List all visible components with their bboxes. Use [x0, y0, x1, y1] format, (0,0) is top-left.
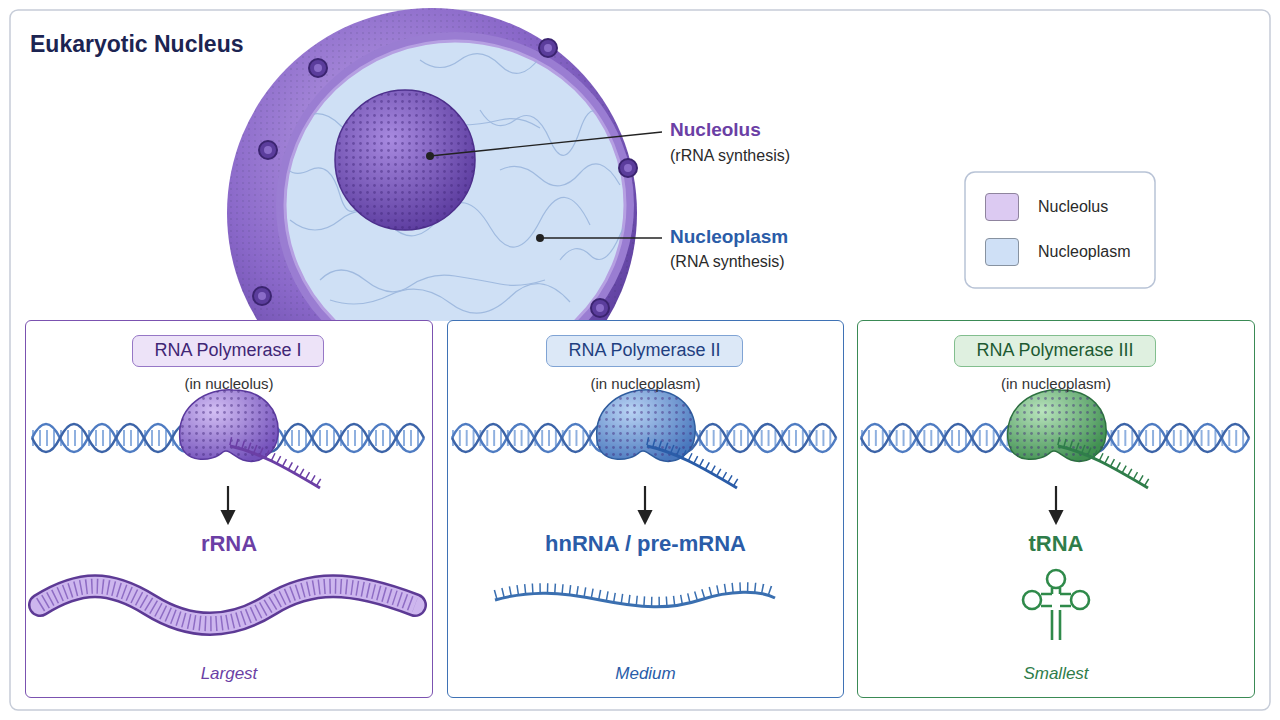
polymerase-enzyme	[597, 390, 695, 461]
location-note: (in nucleoplasm)	[858, 375, 1254, 392]
chromatin-fiber	[560, 219, 650, 260]
polymerase-pill: RNA Polymerase III	[954, 335, 1156, 367]
nuclear-pore	[591, 299, 609, 317]
nuclear-pore	[314, 64, 322, 72]
size-note: Largest	[26, 664, 432, 684]
nucleolus-texture	[335, 90, 475, 230]
polymerase-name: RNA Polymerase II	[568, 336, 720, 365]
down-arrow	[1055, 486, 1057, 522]
enzyme-texture	[180, 390, 278, 461]
leader-dot	[426, 152, 434, 160]
legend-text: Nucleolus	[1038, 198, 1108, 216]
polymerase-two-illustration	[452, 390, 836, 607]
callout-note: (RNA synthesis)	[670, 253, 785, 271]
nuclear-pore	[544, 44, 552, 52]
leader-lines	[426, 132, 662, 242]
legend-text: Nucleoplasm	[1038, 243, 1130, 261]
nuclear-pore	[539, 39, 557, 57]
leader-line	[540, 237, 662, 238]
outer-frame	[10, 10, 1270, 710]
down-arrow	[644, 486, 646, 522]
nuclear-pores	[253, 39, 637, 317]
callout-note: (rRNA synthesis)	[670, 147, 790, 165]
rna-bases	[230, 441, 320, 483]
rna-product-name: rRNA	[26, 531, 432, 557]
trna-loop	[1071, 591, 1089, 609]
rna-product-name: tRNA	[858, 531, 1254, 557]
rna-product-name: hnRNA / pre-mRNA	[448, 531, 843, 557]
polymerase-panel: RNA Polymerase III (in nucleoplasm) tRNA Sm…	[857, 320, 1255, 698]
location-note: (in nucleoplasm)	[448, 375, 843, 392]
polymerase-enzyme	[1008, 390, 1106, 461]
polymerase-panel: RNA Polymerase II (in nucleoplasm) hnRNA /…	[447, 320, 844, 698]
legend-frame	[965, 172, 1155, 288]
leader-dot	[536, 234, 544, 242]
polymerase-three-illustration	[861, 390, 1249, 640]
down-arrow	[227, 486, 229, 522]
enzyme-texture	[1008, 390, 1106, 461]
envelope-texture	[227, 8, 637, 321]
rrna-ribbon	[40, 586, 415, 624]
legend-swatch	[985, 193, 1019, 221]
legend-swatch	[985, 238, 1019, 266]
nuclear-pore	[264, 146, 272, 154]
pre-mrna-strand	[495, 592, 775, 607]
trna-loop	[1047, 570, 1065, 588]
nuclear-pore	[619, 159, 637, 177]
nuclear-pore	[253, 287, 271, 305]
rrna-ribbon	[40, 586, 415, 624]
nuclear-pore	[258, 292, 266, 300]
size-note: Smallest	[858, 664, 1254, 684]
nuclear-envelope	[227, 8, 637, 321]
polymerase-one-illustration	[32, 390, 424, 624]
nuclear-pore	[624, 164, 632, 172]
chromatin	[280, 44, 650, 313]
polymerase-name: RNA Polymerase I	[154, 336, 301, 365]
nucleolus	[335, 90, 475, 230]
nuclear-pore	[309, 59, 327, 77]
polymerase-enzyme	[180, 390, 278, 461]
rna-transcript	[1058, 446, 1148, 488]
rna-transcript	[230, 446, 320, 488]
size-note: Medium	[448, 664, 843, 684]
polymerase-panel: RNA Polymerase I (in nucleolus) rRNA Larges…	[25, 320, 433, 698]
nucleoplasm-region	[285, 41, 625, 321]
location-note: (in nucleolus)	[26, 375, 432, 392]
diagram-title: Eukaryotic Nucleus	[30, 31, 243, 58]
polymerase-pill: RNA Polymerase II	[546, 335, 743, 367]
enzyme-texture	[597, 390, 695, 461]
nucleus-illustration	[227, 8, 650, 321]
trna-loop	[1023, 591, 1041, 609]
trna-cloverleaf	[1023, 570, 1089, 640]
rna-bases	[1058, 441, 1148, 483]
leader-line	[430, 132, 662, 156]
nuclear-pore	[259, 141, 277, 159]
callout-name: Nucleolus	[670, 119, 761, 141]
rna-transcript	[647, 446, 737, 488]
chromatin-fiber	[500, 164, 620, 186]
polymerase-pill: RNA Polymerase I	[132, 335, 324, 367]
trna-stems	[1041, 588, 1071, 640]
pre-mrna-bases	[495, 587, 775, 602]
rrna-ribbon-bases	[40, 586, 415, 624]
callout-name: Nucleoplasm	[670, 226, 788, 248]
chromatin-fiber	[320, 270, 545, 292]
nuclear-pore	[596, 304, 604, 312]
polymerase-name: RNA Polymerase III	[976, 336, 1133, 365]
chromatin-fiber	[330, 284, 570, 314]
rna-bases	[647, 441, 737, 483]
